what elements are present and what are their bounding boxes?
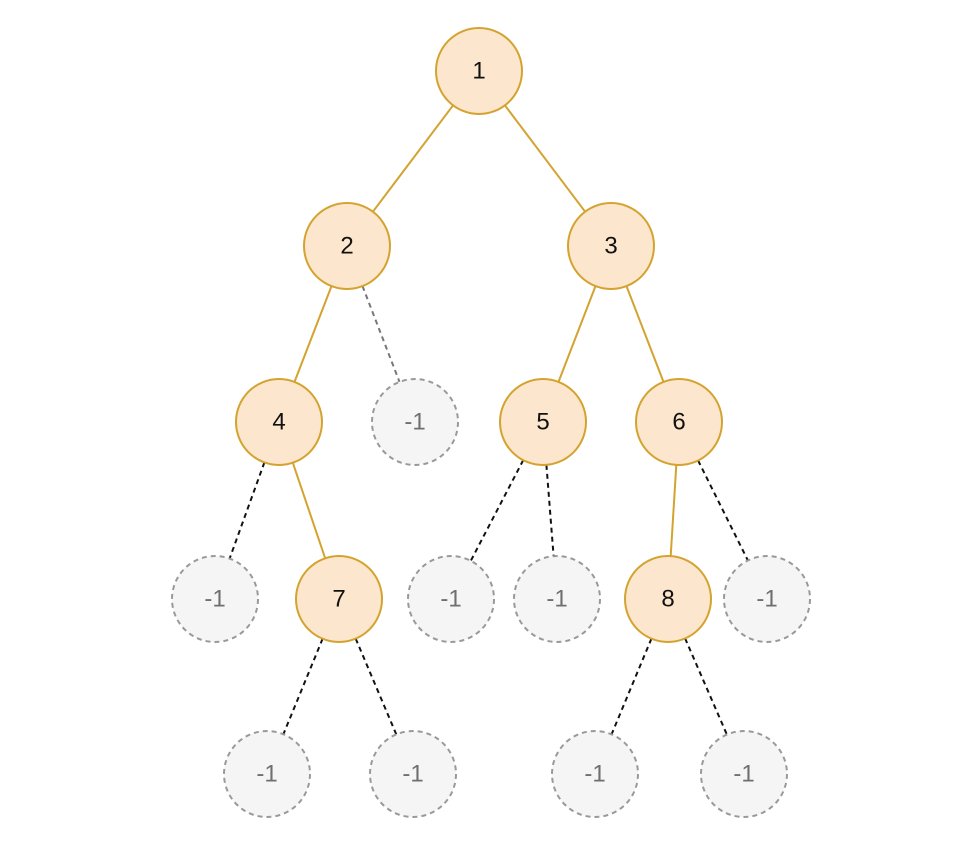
null-node-circle: [513, 555, 601, 643]
null-node: -1: [723, 555, 811, 643]
tree-node-circle: [435, 27, 523, 115]
null-node: -1: [171, 555, 259, 643]
tree-edge-n4-n4l: [228, 462, 266, 559]
null-node-circle: [371, 378, 459, 466]
null-node-label: -1: [546, 586, 567, 613]
tree-edge-n5-n5l: [469, 459, 525, 562]
null-node-label: -1: [404, 409, 425, 436]
tree-node-label: 4: [272, 409, 285, 436]
null-node: -1: [700, 730, 788, 818]
null-node-circle: [407, 555, 495, 643]
null-node-circle: [551, 730, 639, 818]
null-node-circle: [723, 555, 811, 643]
tree-edge-n3-n5: [557, 285, 597, 383]
tree-node-circle: [499, 378, 587, 466]
tree-node: 5: [499, 378, 587, 466]
null-node: -1: [513, 555, 601, 643]
tree-node-label: 6: [672, 409, 685, 436]
null-node-label: -1: [402, 761, 423, 788]
null-node-circle: [369, 730, 457, 818]
tree-node: 1: [435, 27, 523, 115]
null-node-label: -1: [584, 761, 605, 788]
null-node-label: -1: [756, 586, 777, 613]
tree-node-label: 5: [536, 409, 549, 436]
tree-edge-n8-n8l: [610, 638, 653, 735]
tree-edge-n2-n4: [293, 285, 333, 383]
null-node-circle: [700, 730, 788, 818]
tree-node: 6: [635, 378, 723, 466]
tree-node: 7: [295, 555, 383, 643]
null-node-label: -1: [204, 586, 225, 613]
tree-node-label: 3: [604, 233, 617, 260]
tree-edge-n6-n8: [669, 464, 678, 557]
null-node: -1: [551, 730, 639, 818]
null-node-circle: [223, 730, 311, 818]
tree-edge-n7-n7r: [354, 638, 398, 735]
tree-nodes: 1 2 3 4 -1 5 6 -1 7 -1 -1 8 -1 -1 -1 -1 -1: [171, 27, 811, 818]
tree-node-label: 7: [332, 586, 345, 613]
tree-node: 8: [624, 555, 712, 643]
tree-node-circle: [624, 555, 712, 643]
null-node-label: -1: [733, 761, 754, 788]
tree-node-circle: [567, 202, 655, 290]
tree-node-label: 1: [472, 58, 485, 85]
null-node: -1: [371, 378, 459, 466]
tree-edge-n3-n6: [625, 285, 665, 383]
tree-node-circle: [295, 555, 383, 643]
tree-edge-n1-n3: [504, 104, 586, 213]
tree-edges: [228, 104, 749, 735]
tree-edge-n1-n2: [372, 104, 454, 213]
null-node: -1: [223, 730, 311, 818]
null-node-circle: [171, 555, 259, 643]
tree-node: 4: [235, 378, 323, 466]
tree-node-circle: [235, 378, 323, 466]
tree-edge-n7-n7l: [282, 638, 324, 735]
tree-edge-n8-n8r: [684, 638, 728, 735]
tree-edge-n5-n5r: [545, 464, 555, 557]
null-node: -1: [369, 730, 457, 818]
tree-node: 2: [303, 202, 391, 290]
tree-edge-n4-n7: [291, 462, 327, 559]
tree-node-label: 2: [340, 233, 353, 260]
tree-edge-n6-n6r: [697, 460, 749, 561]
tree-node: 3: [567, 202, 655, 290]
tree-node-circle: [635, 378, 723, 466]
null-node: -1: [407, 555, 495, 643]
null-node-label: -1: [256, 761, 277, 788]
tree-node-circle: [303, 202, 391, 290]
null-node-label: -1: [440, 586, 461, 613]
tree-edge-n2-n2r: [361, 285, 401, 383]
tree-node-label: 8: [661, 586, 674, 613]
